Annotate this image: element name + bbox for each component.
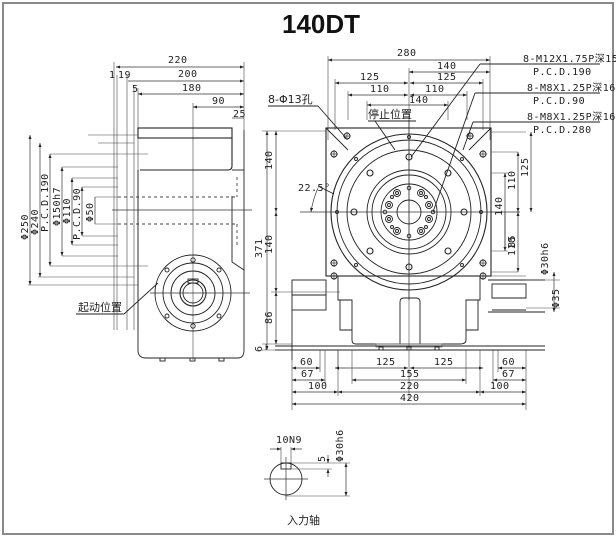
dim-60-right: 60 — [502, 357, 515, 368]
label-holes-13: 8-Φ13孔 — [268, 93, 313, 106]
key-width-10n9: 10N9 — [276, 435, 302, 446]
dim-19: 19 — [118, 70, 131, 81]
side-flange — [150, 254, 250, 362]
dim-200: 200 — [178, 69, 198, 80]
label-stop-position: 停止位置 — [368, 107, 412, 121]
dim-140-lower: 140 — [264, 234, 275, 254]
dim-phi50: Φ50 — [85, 202, 96, 222]
side-view: 220 200 1 19 180 5 90 25 — [20, 55, 252, 362]
dim-67-right: 67 — [502, 369, 515, 380]
dim-180: 180 — [182, 83, 202, 94]
dim-140-top: 140 — [437, 61, 457, 72]
dim-125-bottom-left: 125 — [376, 357, 396, 368]
drawing-title: 140DT — [282, 9, 360, 39]
dim-90: 90 — [212, 96, 225, 107]
shaft-diameter-phi30h6: Φ30h6 — [335, 429, 346, 462]
dim-100-right: 100 — [490, 381, 510, 392]
dim-140-upper: 140 — [264, 150, 275, 170]
label-start-position: 起动位置 — [78, 300, 122, 314]
dim-140-inner: 140 — [409, 95, 429, 106]
key-depth-5: 5 — [317, 455, 328, 462]
callout-3-line2: P.C.D.280 — [533, 125, 592, 136]
base-plate — [325, 127, 492, 277]
callout-3-line1: 8-M8X1.25P深16 — [527, 111, 616, 123]
dim-phi35: Φ35 — [551, 288, 562, 308]
dim-125-left: 125 — [360, 72, 380, 83]
dim-220: 220 — [168, 55, 188, 66]
dim-125-right: 125 — [437, 72, 457, 83]
dim-5: 5 — [132, 84, 139, 95]
dim-110-right: 110 — [425, 84, 445, 95]
dim-pcd190: P.C.D.190 — [40, 173, 51, 232]
dim-pcd90: P.C.D.90 — [72, 188, 83, 240]
front-view: 280 140 125 125 110 110 140 停止位置 8-Φ13孔 — [254, 48, 616, 410]
dim-371: 371 — [254, 238, 265, 258]
dim-phi110: Φ110 — [62, 198, 73, 224]
dim-280: 280 — [397, 48, 417, 59]
label-input-shaft: 入力轴 — [287, 513, 320, 527]
callout-1-line1: 8-M12X1.75P深15 — [523, 53, 616, 65]
dim-100-left: 100 — [308, 381, 328, 392]
dim-125-bottom-right: 125 — [434, 357, 454, 368]
dim-220-bottom: 220 — [400, 381, 420, 392]
angle-22-5: 22.5° — [298, 183, 331, 194]
dim-6: 6 — [254, 345, 265, 352]
dim-110-lower-v: 110 — [507, 236, 518, 256]
input-shaft-detail: 10N9 5 Φ30h6 入力轴 — [264, 429, 350, 527]
dim-420: 420 — [400, 393, 420, 404]
dim-140-right-v: 140 — [494, 196, 505, 216]
dim-1: 1 — [109, 70, 116, 81]
dim-phi30h6-right: Φ30h6 — [540, 242, 551, 275]
callout-2-line1: 8-M8X1.25P深16 — [527, 82, 616, 94]
dim-67-left: 67 — [301, 369, 314, 380]
dim-phi240: Φ240 — [30, 209, 41, 235]
dim-155: 155 — [400, 369, 420, 380]
dim-125-right-v: 125 — [520, 157, 531, 177]
dim-phi150h7: Φ150h7 — [52, 187, 63, 226]
callout-2-line2: P.C.D.90 — [533, 96, 585, 107]
rotary-table — [300, 120, 520, 300]
dim-86: 86 — [264, 311, 275, 324]
dim-110-upper-v: 110 — [507, 170, 518, 190]
callout-1-line2: P.C.D.190 — [533, 67, 592, 78]
dim-25: 25 — [233, 109, 246, 120]
dim-85: 85 — [507, 235, 518, 248]
dim-110-left: 110 — [370, 84, 390, 95]
lower-housing — [275, 276, 545, 360]
dim-phi250: Φ250 — [20, 214, 31, 240]
dim-60-left: 60 — [300, 357, 313, 368]
